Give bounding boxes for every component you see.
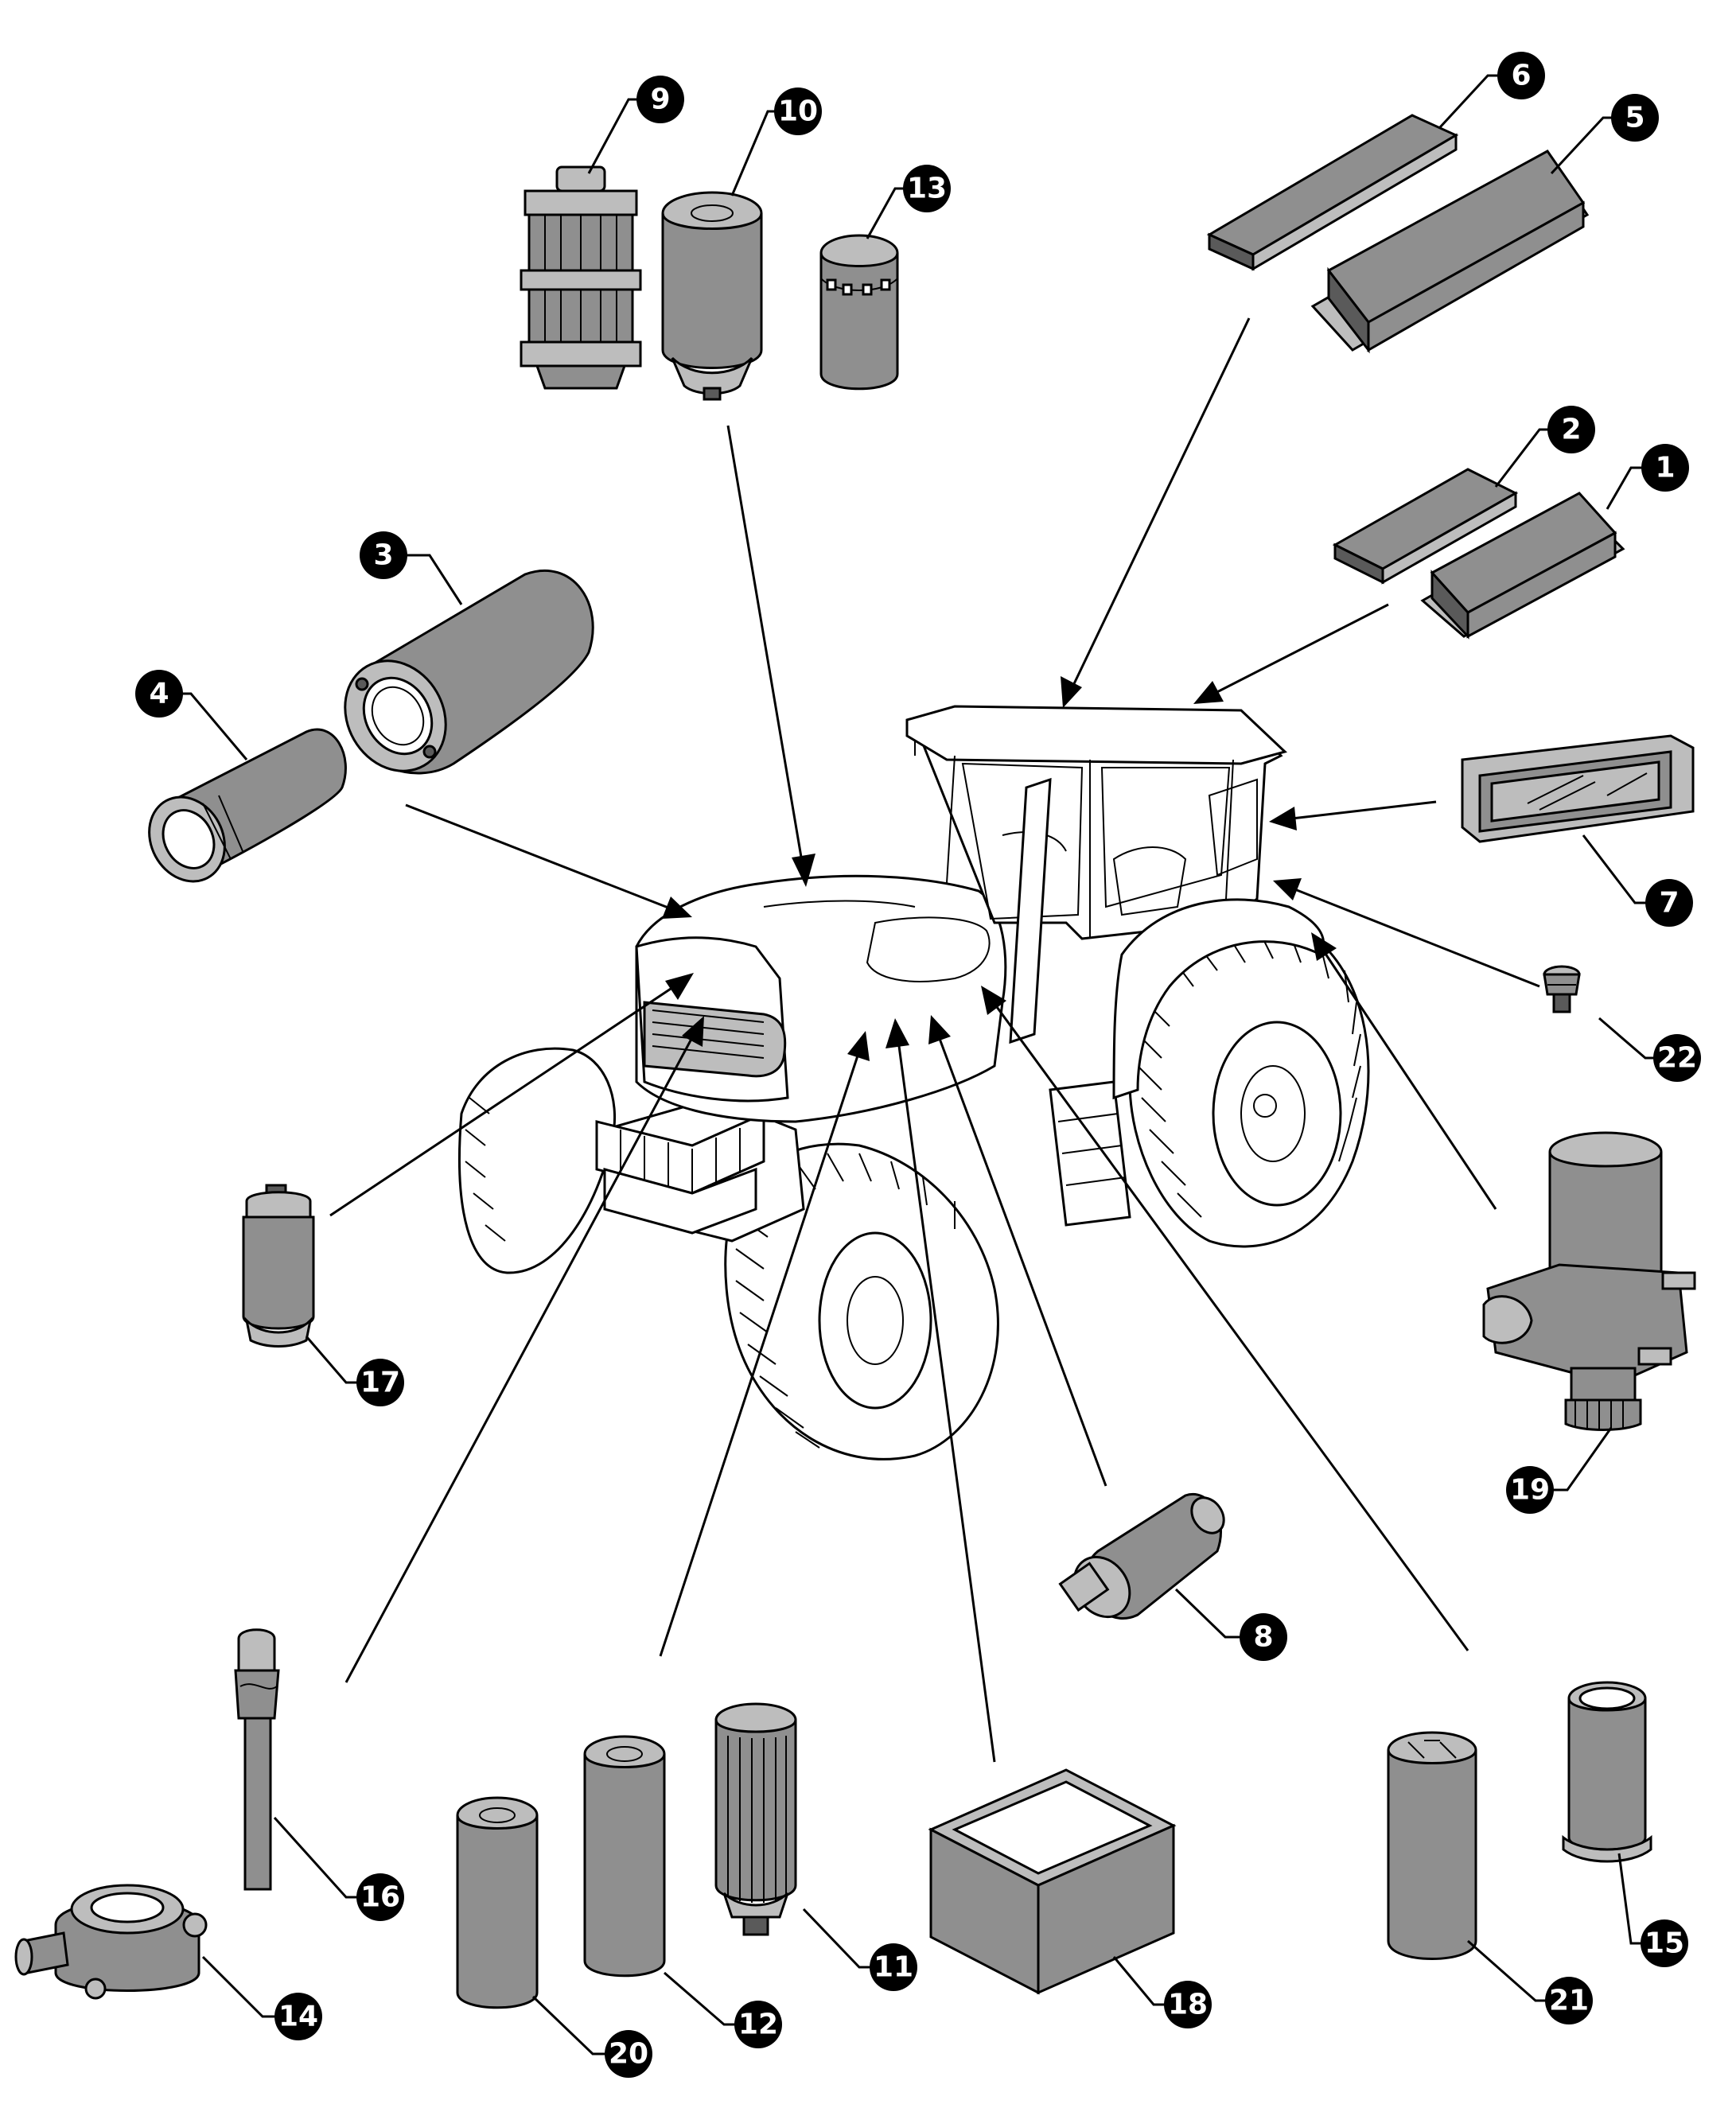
callout-6-label: 6 [1511,60,1531,92]
callout-14-label: 14 [278,2001,318,2033]
callout-18-label: 18 [1168,1989,1208,2021]
callout-13-label: 13 [907,173,947,205]
callout-2: 2 [1547,406,1595,453]
tractor-icon [458,705,1370,1460]
callout-4-label: 4 [149,678,169,710]
transmission-filter-icon [1387,1731,1477,1960]
box-filter-icon [928,1768,1177,1995]
callout-16-label: 16 [360,1881,400,1914]
small-canister-icon [242,1184,315,1348]
cab-filter-b-icon [1332,468,1519,585]
callout-5: 5 [1611,94,1659,142]
callout-7-label: 7 [1659,887,1679,920]
callout-3: 3 [360,531,407,579]
front-weights-icon [595,1111,765,1235]
arrows [329,317,1540,1763]
hydraulic-filter-icon [583,1735,666,1978]
callout-8: 8 [1240,1613,1287,1661]
callout-9-label: 9 [650,84,670,116]
callout-18: 18 [1164,1981,1212,2028]
callout-17-label: 17 [360,1367,400,1399]
callout-2-label: 2 [1561,414,1581,446]
callout-16: 16 [356,1873,404,1921]
callout-20: 20 [605,2030,652,2078]
callout-21: 21 [1545,1977,1593,2024]
fuel-filter-icon [661,191,763,401]
air-dryer-icon [1482,1131,1696,1431]
inline-filter-icon [1058,1493,1225,1620]
callout-15: 15 [1641,1919,1688,1967]
callout-10-label: 10 [778,95,818,128]
callout-8-label: 8 [1253,1621,1273,1654]
tall-filter-icon [456,1796,539,2009]
vent-valve-icon [1543,965,1581,1013]
callout-9: 9 [636,76,684,123]
callout-12-label: 12 [738,2009,778,2041]
callout-17: 17 [356,1359,404,1406]
callout-11-label: 11 [874,1951,913,1984]
callout-22-label: 22 [1657,1042,1697,1075]
callout-11: 11 [870,1943,917,1991]
callout-12: 12 [734,2001,782,2048]
cab-icon [905,705,1325,1227]
callout-7: 7 [1645,879,1693,927]
callout-19-label: 19 [1510,1474,1550,1507]
recirc-filter-icon [1461,734,1695,843]
callout-1: 1 [1641,444,1689,492]
callout-6: 6 [1497,52,1545,99]
callout-20-label: 20 [609,2038,648,2071]
cab-filter-c-icon [1310,150,1590,354]
callout-19: 19 [1506,1466,1554,1514]
cab-filter-a-icon [1420,492,1625,640]
callout-13: 13 [903,165,951,212]
callout-15-label: 15 [1645,1927,1684,1960]
spin-on-filter-icon [819,234,899,391]
callout-14: 14 [274,1993,322,2040]
callouts: 1 2 3 4 5 6 7 8 9 10 11 12 13 14 15 16 1… [135,52,1701,2078]
breather-icon [14,1884,208,2000]
callout-1-label: 1 [1655,452,1675,484]
air-filter-outer-icon [344,569,594,775]
air-filter-inner-icon [148,728,347,883]
callout-22: 22 [1653,1034,1701,1082]
callout-4: 4 [135,670,183,718]
engine-oil-element-icon [714,1702,797,1936]
sleeve-filter-icon [1562,1681,1652,1863]
dipstick-filter-icon [234,1628,280,1891]
callout-5-label: 5 [1625,102,1645,134]
callout-3-label: 3 [373,539,393,572]
fuel-strainer-icon [520,165,642,390]
cab-filter-d-icon [1206,114,1459,271]
callout-10: 10 [774,88,822,135]
callout-21-label: 21 [1549,1985,1589,2017]
